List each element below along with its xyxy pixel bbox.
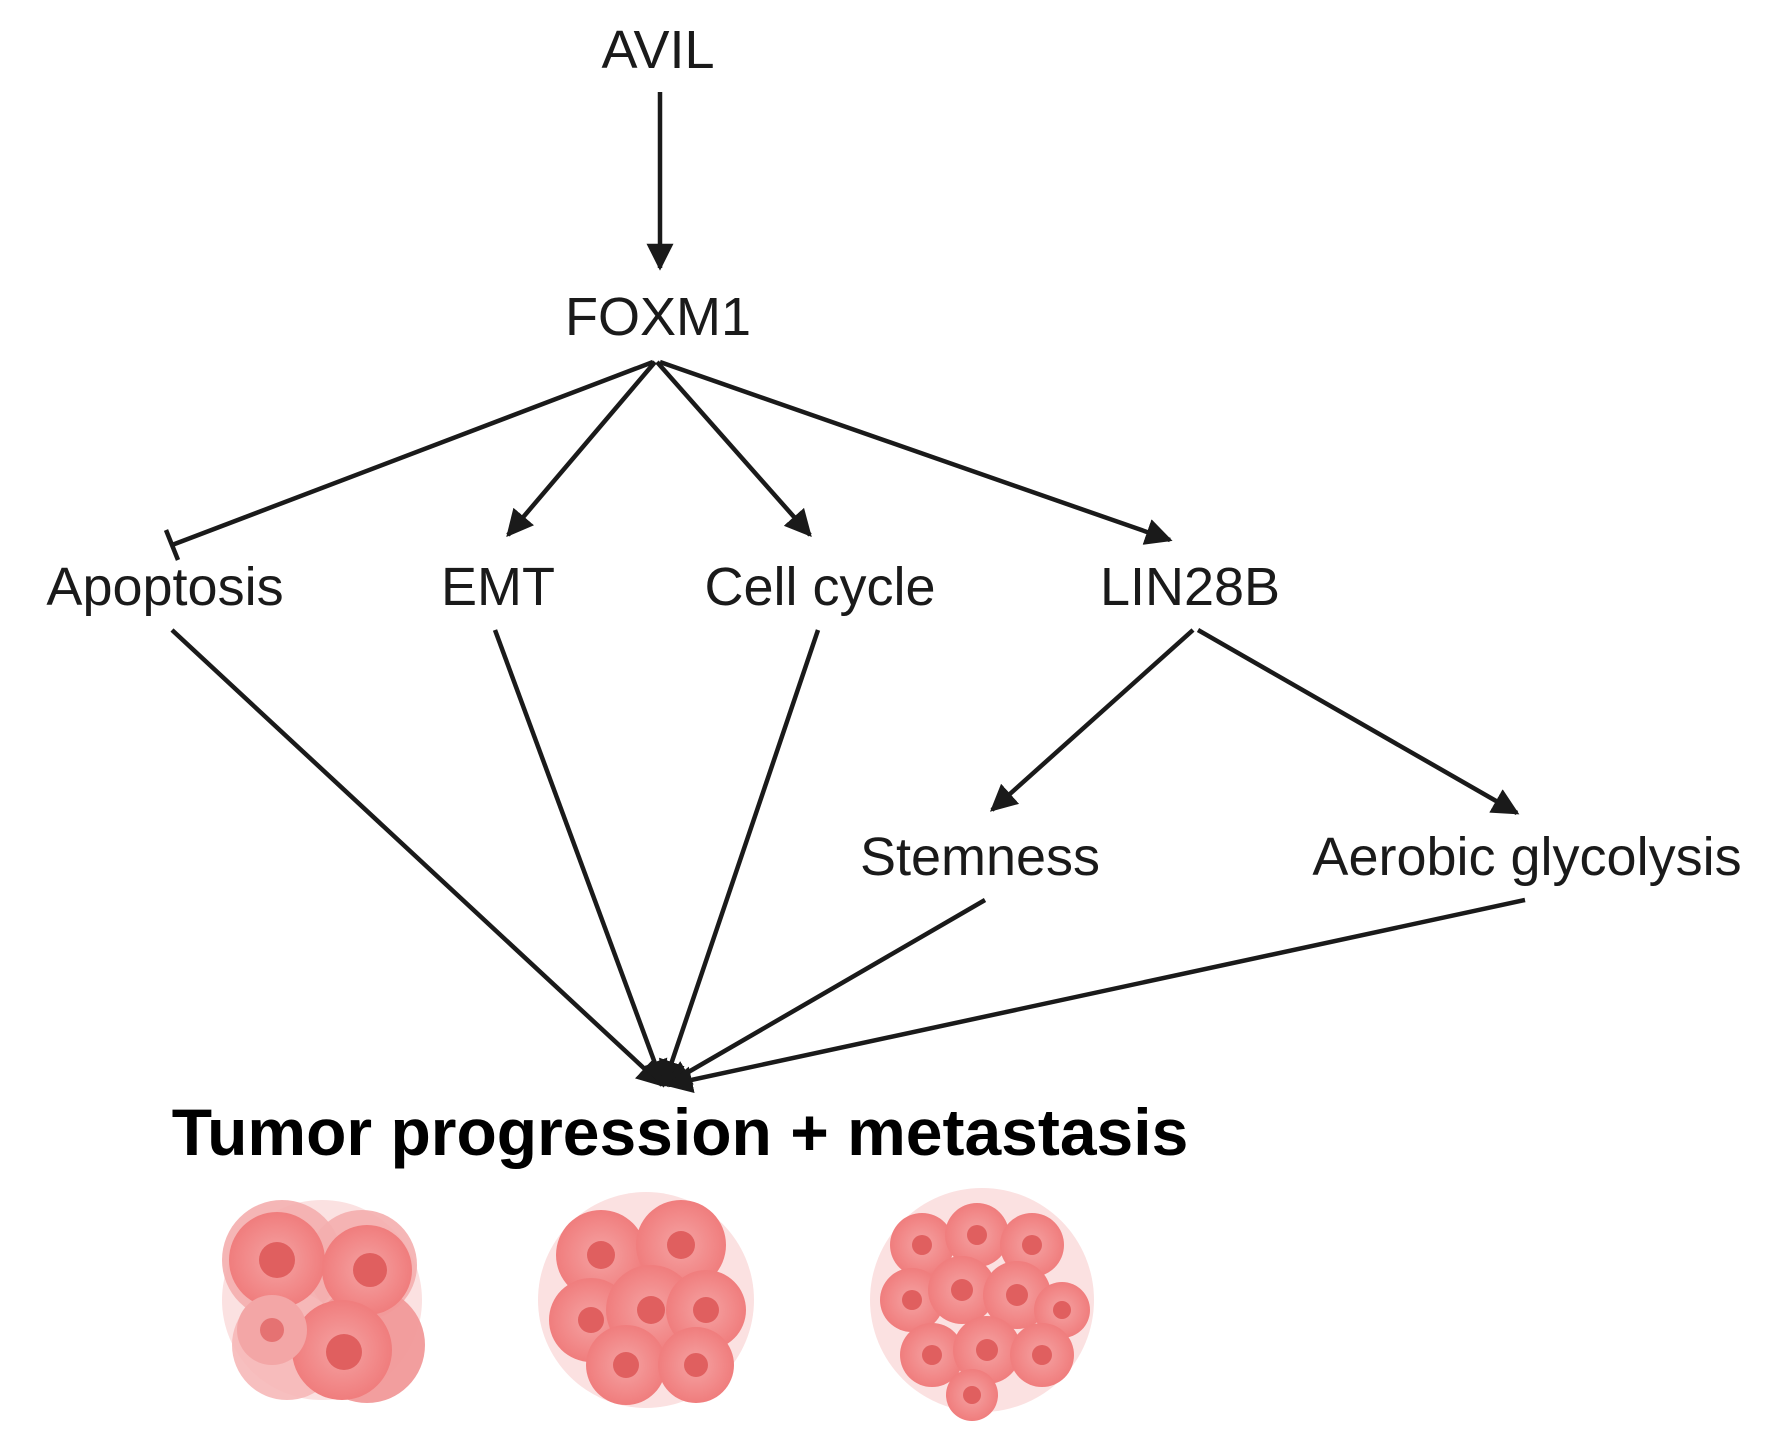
node-cell-cycle: Cell cycle (704, 557, 935, 617)
edge-lin28b-glycolysis (1196, 628, 1520, 815)
node-aerobic-glycolysis: Aerobic glycolysis (1312, 827, 1741, 887)
inhibition-bar-apoptosis (163, 529, 181, 561)
node-emt: EMT (441, 557, 555, 617)
edge-cell-cycle-outcome (659, 629, 821, 1088)
edge-glycolysis-outcome (665, 897, 1526, 1094)
edge-emt-outcome (492, 629, 668, 1088)
edge-foxm1-emt (506, 360, 657, 538)
edge-foxm1-cell-cycle (655, 360, 812, 538)
edges (163, 92, 1526, 1094)
edge-foxm1-lin28b (659, 359, 1173, 545)
outcome-label: Tumor progression + metastasis (172, 1095, 1189, 1169)
tumor-cluster-icon (222, 1200, 425, 1403)
edge-stemness-outcome (663, 898, 987, 1087)
nodes: AVIL FOXM1 Apoptosis EMT Cell cycle LIN2… (46, 20, 1741, 1169)
node-stemness: Stemness (860, 827, 1100, 887)
node-lin28b: LIN28B (1100, 557, 1280, 617)
edge-foxm1-apoptosis (171, 359, 654, 548)
edge-apoptosis-outcome (170, 628, 664, 1087)
node-foxm1: FOXM1 (565, 287, 751, 347)
edge-lin28b-stemness (989, 628, 1195, 812)
node-avil: AVIL (601, 20, 714, 80)
node-apoptosis: Apoptosis (46, 557, 283, 617)
tumor-cluster-icon (538, 1192, 754, 1408)
tumor-cluster-icon (870, 1188, 1094, 1421)
